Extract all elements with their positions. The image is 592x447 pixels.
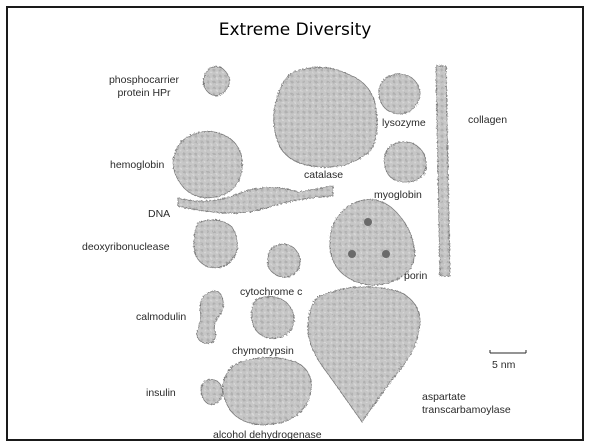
label-myoglobin: myoglobin: [374, 189, 422, 201]
protein-figure: phosphocarrier protein HPr hemoglobin ca…: [8, 8, 584, 441]
hpr-structure: [203, 66, 229, 95]
label-chymotrypsin: chymotrypsin: [232, 345, 294, 357]
label-collagen: collagen: [468, 114, 507, 126]
label-aspartate-line1: aspartate: [422, 391, 466, 403]
catalase-structure: [274, 67, 377, 167]
label-aspartate-line2: transcarbamoylase: [422, 404, 511, 416]
hemoglobin-structure: [173, 131, 242, 197]
label-cytochrome-c: cytochrome c: [240, 286, 302, 298]
collagen-structure: [436, 66, 450, 276]
chymotrypsin-structure: [252, 296, 295, 338]
porin-pore-icon: [364, 218, 372, 226]
scale-bar: [490, 350, 526, 353]
label-hpr-line1: phosphocarrier: [109, 74, 180, 86]
aspartate-transcarbamoylase-structure: [308, 287, 420, 422]
label-calmodulin: calmodulin: [136, 311, 186, 323]
scale-bar-label: 5 nm: [492, 359, 516, 371]
calmodulin-structure: [197, 291, 223, 344]
deoxyribonuclease-structure: [194, 220, 238, 268]
slide-frame: Extreme Diversity: [6, 6, 584, 441]
label-hemoglobin: hemoglobin: [110, 159, 164, 171]
label-deoxyribonuclease: deoxyribonuclease: [82, 241, 170, 253]
myoglobin-structure: [384, 142, 426, 182]
label-alcohol-dehydrogenase: alcohol dehydrogenase: [213, 429, 322, 441]
alcohol-dehydrogenase-structure: [223, 357, 312, 424]
cytochrome-c-structure: [268, 244, 301, 277]
porin-pore-icon: [382, 250, 390, 258]
label-insulin: insulin: [146, 387, 176, 399]
insulin-structure: [201, 379, 223, 404]
label-porin: porin: [404, 270, 428, 282]
porin-structure: [330, 199, 415, 285]
label-lysozyme: lysozyme: [382, 117, 426, 129]
lysozyme-structure: [379, 74, 420, 114]
label-hpr-line2: protein HPr: [117, 87, 171, 99]
porin-pore-icon: [348, 250, 356, 258]
label-catalase: catalase: [304, 169, 343, 181]
label-dna: DNA: [148, 208, 170, 220]
